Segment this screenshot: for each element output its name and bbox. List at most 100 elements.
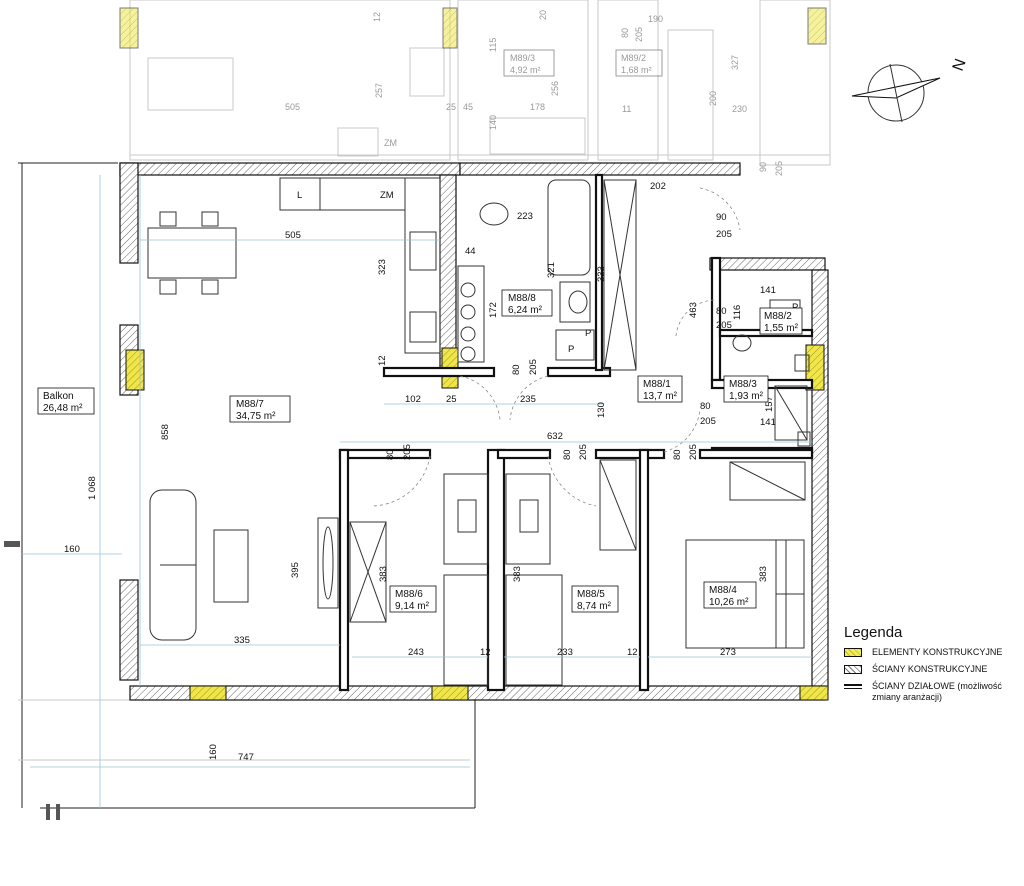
dim-80: 80 [385,449,396,460]
ghost-cooktop-label: ZM [384,138,397,148]
dim-235: 235 [520,394,536,405]
room-label-m88-6: M88/6 9,14 m² [389,585,437,613]
ghost-dim: 25 [446,102,456,112]
room-label-m88-7: M88/7 34,75 m² [229,395,291,423]
room-code: M88/8 [508,293,536,304]
ghost-dim: 200 [708,91,718,106]
exterior-walls [119,162,829,701]
ghost-dim: 45 [463,102,473,112]
dim-44: 44 [465,246,476,257]
room-code: M88/7 [236,399,264,410]
ghost-dim: 505 [285,102,300,112]
partition-walls [338,173,814,692]
fridge-label: L [297,190,302,201]
ghost-dim: 140 [488,115,498,130]
ghost-dim: 205 [774,161,784,176]
legend-label: ŚCIANY KONSTRUKCYJNE [872,664,988,674]
dim-102: 102 [405,394,421,405]
room-area: 4,92 m² [510,65,541,75]
dim-157: 157 [764,396,775,412]
room-code: M88/4 [709,585,737,596]
dim-160: 160 [64,544,80,555]
room-area: 1,93 m² [729,391,764,402]
dim-130: 130 [596,402,607,418]
dim-172: 172 [488,302,499,318]
dim-273: 273 [720,647,736,658]
dim-233: 233 [557,647,573,658]
ghost-dim: 20 [538,10,548,20]
dim-632: 632 [547,431,563,442]
dim-12: 12 [377,355,388,366]
room-label-m88-4: M88/4 10,26 m² [703,581,757,609]
furniture [147,177,811,686]
hatched-wall-swatch-icon [844,665,862,674]
dim-80: 80 [562,449,573,460]
shower-label: P [585,328,591,339]
ghost-dim: 327 [730,55,740,70]
room-label-m88-3: M88/3 1,93 m² [723,375,769,403]
room-area: 10,26 m² [709,597,749,608]
dim-25: 25 [446,394,457,405]
legend-label: ELEMENTY KONSTRUKCYJNE [872,647,1003,657]
cooktop-label: ZM [380,190,394,201]
dimension-lines [22,175,812,808]
dim-323: 323 [377,259,388,275]
room-area: 6,24 m² [508,305,543,316]
dim-202: 202 [650,181,666,192]
dim-335: 335 [234,635,250,646]
dim-205: 205 [716,229,732,240]
room-area: 13,7 m² [643,391,678,402]
balcony [4,162,476,820]
legend: Legenda ELEMENTY KONSTRUKCYJNE ŚCIANY KO… [844,624,1024,709]
ghost-dim: 90 [758,162,768,172]
room-code: M88/3 [729,379,757,390]
room-code: M88/1 [643,379,671,390]
room-code: M88/6 [395,589,423,600]
dim-80: 80 [672,449,683,460]
dim-116: 116 [732,305,743,320]
dim-205: 205 [578,444,589,460]
dim-383: 383 [512,566,523,582]
room-label-m88-5: M88/5 8,74 m² [571,585,619,613]
neighbor-dimension-labels: 505 257 45 25 140 178 256 80 205 190 327… [285,10,784,176]
shower-label: P [568,344,574,355]
legend-item-partition-walls: ŚCIANY DZIAŁOWE (możliwość zmiany aranża… [844,681,1024,703]
room-label-m88-8: M88/8 6,24 m² [501,289,553,317]
dim-141: 141 [760,417,776,428]
room-area: 9,14 m² [395,601,430,612]
dim-1068: 1 068 [87,476,98,500]
room-area: 26,48 m² [43,403,83,414]
dim-747: 747 [238,752,254,763]
neighbor-apartment-ghost [119,0,831,166]
dim-12: 12 [480,647,491,658]
ghost-dim: 205 [634,27,644,42]
dim-333: 333 [596,266,607,282]
ghost-dim: 230 [732,104,747,114]
dim-858: 858 [160,424,171,440]
room-area: 1,68 m² [621,65,652,75]
dim-321: 321 [546,262,557,278]
dim-205: 205 [688,444,699,460]
structural-swatch-icon [844,648,862,657]
ghost-dim: 115 [488,38,498,52]
dim-80: 80 [511,364,522,375]
dim-12: 12 [627,647,638,658]
door-swings [371,187,741,507]
ghost-dim: 80 [620,28,630,38]
dim-243: 243 [408,647,424,658]
dim-223: 223 [517,211,533,222]
dim-383: 383 [378,566,389,582]
ghost-dim: 190 [648,14,663,24]
room-code: M88/2 [764,311,792,322]
legend-item-structural-elements: ELEMENTY KONSTRUKCYJNE [844,647,1024,658]
compass-north-label: N [950,57,970,74]
room-label-balkon: Balkon 26,48 m² [37,387,95,415]
dim-205: 205 [402,444,413,460]
dim-141: 141 [760,285,776,296]
dim-205: 205 [716,320,732,331]
room-label-m89-3: M89/3 4,92 m² [503,49,555,77]
dim-160: 160 [208,744,219,760]
ghost-dim: 178 [530,102,545,112]
room-code: M88/5 [577,589,605,600]
